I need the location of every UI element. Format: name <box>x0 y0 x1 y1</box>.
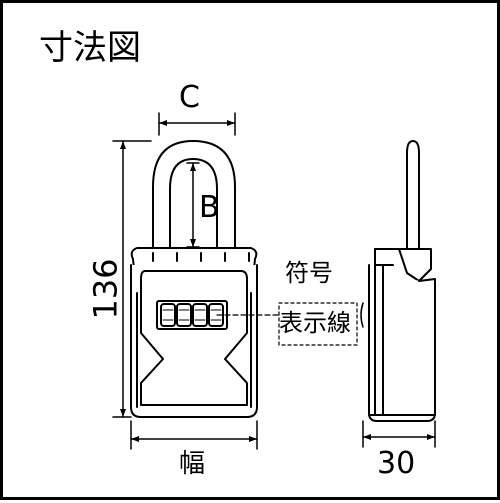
drawing-title: 寸法図 <box>39 28 141 68</box>
shackle-front <box>152 140 236 260</box>
dimension-b-label: B <box>199 190 220 225</box>
lock-body-front <box>130 247 258 418</box>
dimension-136 <box>112 140 152 418</box>
dimension-c-label: C <box>179 80 200 115</box>
code-indicator-label-line1: 符号 <box>285 259 333 287</box>
side-view <box>360 140 436 422</box>
dimension-30 <box>362 420 436 448</box>
dimension-height-label: 136 <box>86 258 125 320</box>
dimension-depth-label: 30 <box>377 446 416 481</box>
dimension-drawing <box>112 112 436 450</box>
indicator-line <box>216 302 358 346</box>
dimension-width-label: 幅 <box>179 449 206 479</box>
dimension-width <box>130 420 258 450</box>
code-indicator-label-line2: 表示線 <box>279 309 351 337</box>
dimension-c <box>158 112 236 136</box>
dimension-b <box>186 162 200 248</box>
